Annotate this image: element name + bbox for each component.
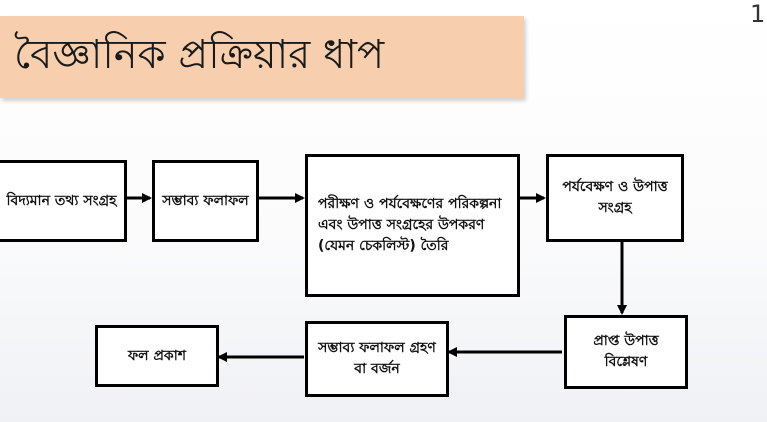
step-publish: ফল প্রকাশ	[95, 325, 219, 387]
step-collect-info-label: বিদ্যমান তথ্য সংগ্রহ	[6, 192, 117, 209]
step-accept-reject-label: সম্ভাব্য ফলাফল গ্রহণ বা বর্জন	[318, 340, 436, 377]
step-hypothesis: সম্ভাব্য ফলাফল	[152, 160, 259, 242]
step-plan: পরীক্ষণ ও পর্যবেক্ষণের পরিকল্পনা এবং উপা…	[305, 154, 520, 297]
title-banner: বৈজ্ঞানিক প্রক্রিয়ার ধাপ	[0, 16, 524, 98]
step-plan-label: পরীক্ষণ ও পর্যবেক্ষণের পরিকল্পনা এবং উপা…	[318, 196, 502, 254]
step-publish-label: ফল প্রকাশ	[127, 347, 187, 364]
page-number: 1	[750, 0, 766, 28]
step-accept-reject: সম্ভাব্য ফলাফল গ্রহণ বা বর্জন	[305, 321, 449, 397]
step-analyze: প্রাপ্ত উপাত্ত বিশ্লেষণ	[564, 315, 688, 389]
step-hypothesis-label: সম্ভাব্য ফলাফল	[162, 192, 249, 209]
page-title: বৈজ্ঞানিক প্রক্রিয়ার ধাপ	[14, 32, 385, 78]
step-analyze-label: প্রাপ্ত উপাত্ত বিশ্লেষণ	[593, 333, 659, 370]
step-observe-label: পর্যবেক্ষণ ও উপাত্ত সংগ্রহ	[562, 179, 668, 216]
step-collect-info: বিদ্যমান তথ্য সংগ্রহ	[0, 160, 127, 242]
step-observe: পর্যবেক্ষণ ও উপাত্ত সংগ্রহ	[546, 154, 684, 242]
